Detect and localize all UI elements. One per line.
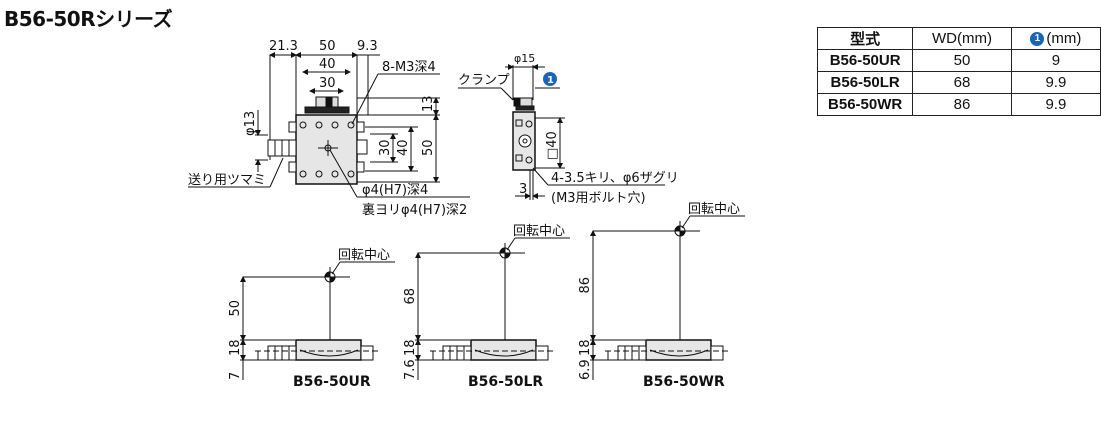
dim-v40: 40 — [396, 139, 411, 156]
dim-phi15: φ15 — [514, 52, 535, 65]
cell-model: B56-50WR — [816, 93, 914, 116]
model-label: B56-50LR — [468, 374, 543, 390]
rotation-center-fill — [674, 225, 686, 237]
dim-offset: 6.9 — [578, 359, 593, 380]
cell-val: 9 — [1010, 49, 1101, 72]
scale-arc — [649, 349, 709, 357]
cell-model: B56-50UR — [816, 49, 914, 72]
label-tap: 8-M3深4 — [382, 60, 436, 75]
marker-1-icon: 1 — [1030, 32, 1045, 47]
dim-40: 40 — [319, 57, 336, 72]
model-label: B56-50WR — [643, 374, 725, 390]
dim-height: 50 — [228, 300, 243, 317]
marker-1-number: 1 — [547, 75, 554, 86]
dim-21-3: 21.3 — [269, 39, 298, 54]
label-clamp: クランプ — [458, 73, 510, 88]
leader-line — [681, 215, 691, 229]
dim-offset: 7.6 — [403, 359, 418, 380]
table-row: B56-50WR 86 9.9 — [816, 93, 1101, 116]
dim-3: 3 — [519, 182, 527, 197]
top-view-labels: 21.3 50 9.3 40 30 8-M3深4 13 φ13 30 40 50… — [188, 39, 467, 218]
label-bolt: (M3用ボルト穴) — [551, 191, 646, 206]
dim-30: 30 — [319, 76, 336, 91]
side-view-labels: φ15 1 クランプ □40 3 4-3.5キリ、φ6ザグリ (M3用ボルト穴) — [458, 52, 679, 206]
table-header-row: 型式 WD(mm) 1(mm) — [816, 27, 1101, 50]
header-marker-unit: (mm) — [1046, 30, 1082, 47]
leader-line — [331, 261, 341, 275]
stage-body — [470, 339, 537, 361]
dim-height: 86 — [578, 277, 593, 294]
clamp-block — [535, 345, 549, 361]
side-view — [458, 64, 665, 200]
top-view — [188, 52, 470, 198]
rotation-center-fill — [324, 271, 336, 283]
page-title: B56-50Rシリーズ — [4, 7, 173, 31]
dim-base: 18 — [403, 339, 418, 356]
cell-wd: 86 — [912, 93, 1012, 116]
table-row: B56-50LR 68 9.9 — [816, 71, 1101, 94]
model-label: B56-50UR — [293, 374, 371, 390]
dim-height: 68 — [403, 288, 418, 305]
dim-offset: 7 — [228, 372, 243, 380]
front-view — [240, 261, 395, 380]
label-rotation-center: 回転中心 — [338, 248, 390, 263]
label-pin: φ4(H7)深4 — [362, 183, 428, 198]
front-view — [590, 215, 745, 380]
dim-base: 18 — [578, 339, 593, 356]
front-view — [415, 237, 570, 380]
clamp-block — [710, 345, 724, 361]
scale-arc — [299, 349, 359, 357]
dim-9-3: 9.3 — [357, 39, 378, 54]
label-back-pin: 裏ヨリφ4(H7)深2 — [362, 203, 467, 218]
label-rotation-center: 回転中心 — [513, 224, 565, 239]
dim-phi13: φ13 — [243, 111, 258, 136]
leader-line — [506, 237, 516, 251]
label-rotation-center: 回転中心 — [688, 202, 740, 217]
dim-base: 18 — [228, 339, 243, 356]
dim-sq40: □40 — [545, 131, 560, 160]
cell-val: 9.9 — [1010, 71, 1101, 94]
cell-val: 9.9 — [1010, 93, 1101, 116]
dim-v50: 50 — [421, 139, 436, 156]
stage-body — [295, 339, 362, 361]
clamp-block — [360, 345, 374, 361]
label-holes: 4-3.5キリ、φ6ザグリ — [551, 171, 679, 186]
scale-arc — [474, 349, 534, 357]
dim-50: 50 — [319, 39, 336, 54]
label-knob: 送り用ツマミ — [188, 173, 266, 188]
spec-table: 型式 WD(mm) 1(mm) B56-50UR 50 9 B56-50LR 6… — [816, 27, 1101, 116]
dim-v30: 30 — [378, 139, 393, 156]
stage-body — [645, 339, 712, 361]
rotation-center-fill — [499, 247, 511, 259]
marker-1-icon — [543, 72, 557, 86]
dim-13: 13 — [421, 95, 436, 112]
